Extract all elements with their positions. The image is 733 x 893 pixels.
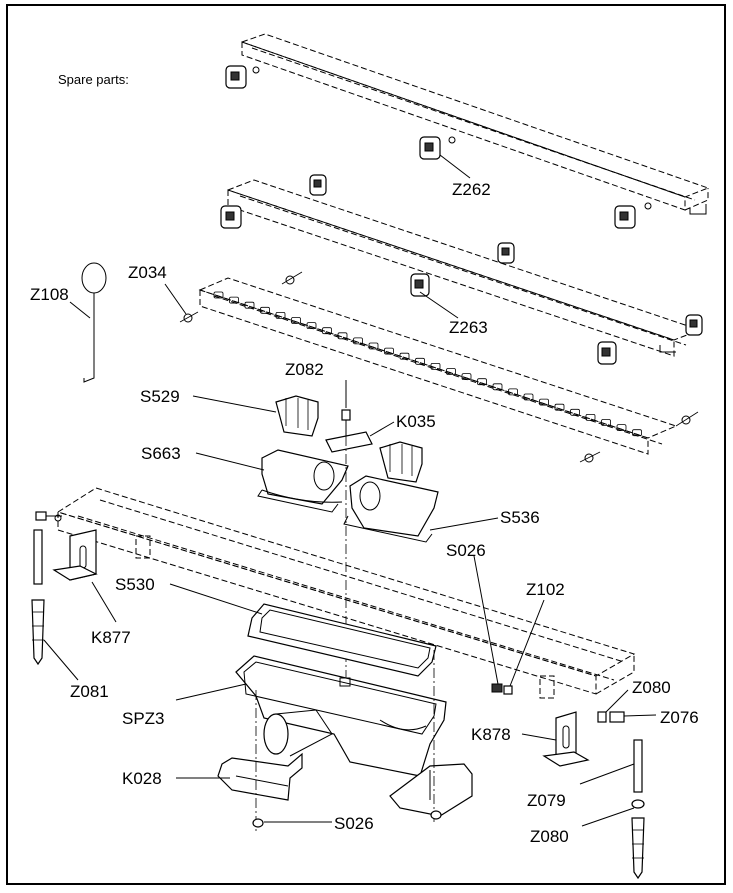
spare-parts-heading: Spare parts: bbox=[58, 72, 129, 87]
grate-slot bbox=[275, 311, 286, 319]
gasket-s530 bbox=[247, 603, 437, 677]
label-s529: S529 bbox=[140, 387, 180, 406]
grate-slot bbox=[384, 347, 394, 355]
leader-lines bbox=[43, 154, 657, 827]
top-cover-frame bbox=[225, 33, 710, 215]
label-z082: Z082 bbox=[285, 360, 324, 379]
clip-middle-top-cover bbox=[419, 136, 456, 160]
odour-trap-s663 bbox=[257, 449, 349, 513]
label-spz3: SPZ3 bbox=[122, 709, 165, 728]
grate-slot bbox=[306, 322, 317, 330]
clip-right-second bbox=[614, 202, 652, 229]
grate-slot bbox=[368, 342, 379, 350]
insert-s529-right bbox=[379, 441, 423, 483]
label-s026-bottom: S026 bbox=[334, 814, 374, 833]
washer-s026-bottom bbox=[252, 818, 264, 828]
grate-slot bbox=[213, 291, 224, 299]
label-k878: K878 bbox=[471, 725, 511, 744]
clip-k035 bbox=[325, 431, 373, 453]
clip-left-top-cover bbox=[225, 65, 260, 89]
second-cover-frame bbox=[220, 174, 703, 365]
clip-left-second bbox=[220, 205, 242, 229]
clip-mid-second bbox=[410, 273, 430, 297]
clip-far-right-second bbox=[597, 314, 703, 365]
grate-slot bbox=[291, 317, 301, 324]
grate-slot bbox=[229, 296, 239, 304]
bracket-k878 bbox=[542, 711, 590, 767]
grate-slot bbox=[260, 306, 270, 314]
grate-slot bbox=[415, 357, 425, 365]
spring-z102 bbox=[491, 683, 513, 695]
hook-tool-z108 bbox=[81, 262, 107, 383]
grate-slot bbox=[570, 408, 580, 416]
grate-slot bbox=[461, 373, 472, 381]
grate-slot bbox=[322, 327, 332, 335]
label-s536: S536 bbox=[500, 508, 540, 527]
grate-slot bbox=[244, 301, 255, 309]
label-z079: Z079 bbox=[527, 791, 566, 810]
label-z108: Z108 bbox=[30, 285, 69, 304]
washer-right-bottom bbox=[430, 810, 442, 820]
label-z076: Z076 bbox=[660, 708, 699, 727]
nut-z076 bbox=[597, 711, 625, 723]
grate-slot bbox=[554, 403, 565, 411]
label-s663: S663 bbox=[141, 444, 181, 463]
support-k028-right bbox=[389, 763, 473, 817]
label-k028: K028 bbox=[122, 769, 162, 788]
label-z102: Z102 bbox=[526, 580, 565, 599]
label-z262: Z262 bbox=[452, 180, 491, 199]
support-k028-left bbox=[217, 752, 303, 801]
grate-slot bbox=[353, 337, 363, 345]
label-k035: K035 bbox=[396, 412, 436, 431]
grate-slot bbox=[601, 419, 611, 426]
screw-z081-left bbox=[31, 511, 62, 666]
bracket-k877 bbox=[52, 529, 98, 581]
grate-slot bbox=[523, 393, 534, 401]
label-s026-top: S026 bbox=[446, 541, 486, 560]
grate-slot bbox=[337, 332, 348, 340]
grate bbox=[179, 271, 699, 463]
grate-slot bbox=[539, 398, 549, 406]
odour-trap-s536 bbox=[343, 475, 439, 543]
clip-top-second bbox=[309, 174, 327, 196]
label-z080-bottom: Z080 bbox=[530, 827, 569, 846]
insert-s529 bbox=[275, 395, 319, 437]
label-z034: Z034 bbox=[128, 263, 167, 282]
grate-slot bbox=[508, 388, 518, 396]
grate-slot bbox=[399, 352, 410, 360]
anchor-z079 bbox=[631, 739, 645, 880]
grate-slot bbox=[446, 368, 456, 375]
grate-slot bbox=[492, 383, 503, 391]
drain-channel bbox=[56, 487, 636, 699]
label-z263: Z263 bbox=[449, 318, 488, 337]
grate-slot bbox=[632, 429, 642, 437]
clip-upper-right-second bbox=[497, 242, 515, 264]
label-z081: Z081 bbox=[70, 682, 109, 701]
grate-slot bbox=[616, 424, 627, 432]
part-labels: Z262 Z263 Z034 Z108 Z082 S529 K035 S663 … bbox=[30, 180, 699, 846]
grate-slot bbox=[585, 413, 596, 421]
grate-slot bbox=[430, 362, 441, 370]
label-k877: K877 bbox=[91, 628, 131, 647]
label-s530: S530 bbox=[115, 575, 155, 594]
grate-slot bbox=[477, 378, 487, 386]
label-z080-top: Z080 bbox=[632, 678, 671, 697]
